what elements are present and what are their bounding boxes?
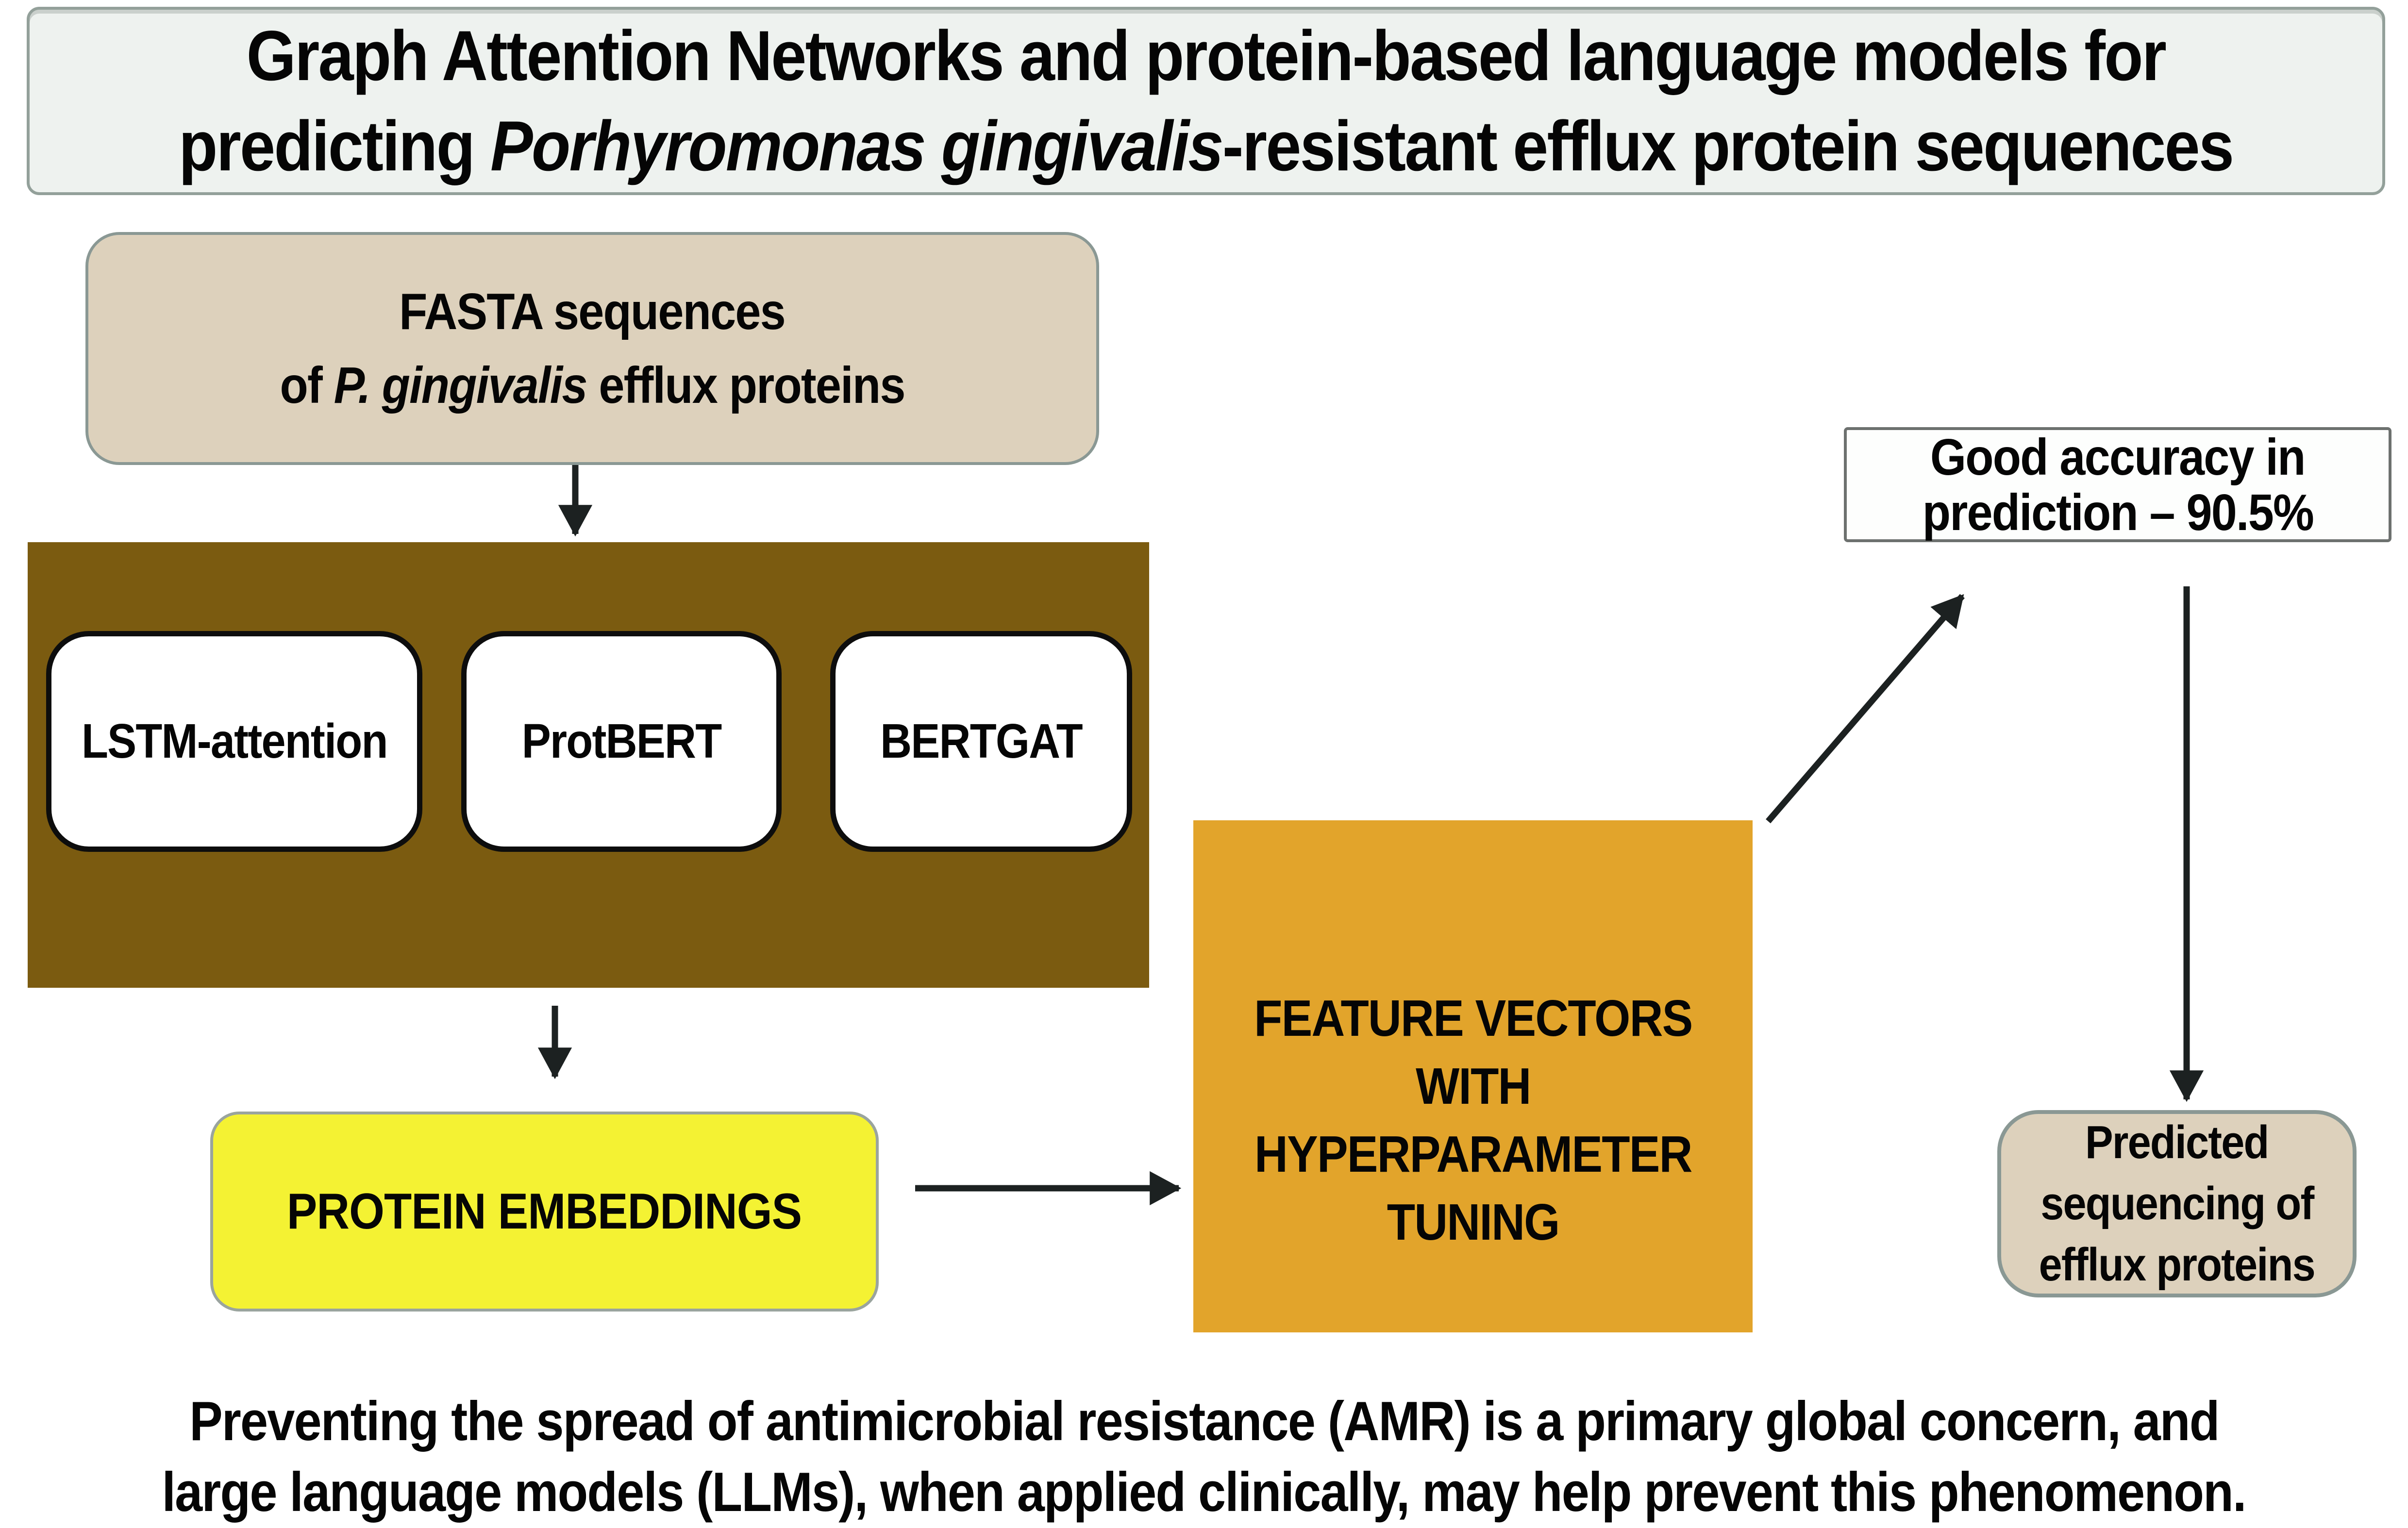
title-line-1: Graph Attention Networks and protein-bas… <box>246 11 2167 101</box>
feature-line-3: HYPERPARAMETER <box>1254 1125 1692 1183</box>
feature-vectors-box: FEATURE VECTORS WITH HYPERPARAMETER TUNI… <box>1193 820 1753 1332</box>
accuracy-line-2: prediction – 90.5% <box>1922 483 2314 541</box>
predicted-line-3: efflux proteins <box>2039 1239 2316 1291</box>
caption-line-1: Preventing the spread of antimicrobial r… <box>189 1391 2220 1452</box>
fasta-species-italic: P. gingivalis <box>334 357 588 414</box>
predicted-line-2: sequencing of <box>2040 1178 2314 1229</box>
model-box-bertgat: BERTGAT <box>830 631 1132 852</box>
fasta-line-2-pre: of <box>280 357 334 414</box>
model-protbert-label: ProtBERT <box>521 714 722 768</box>
protein-embeddings-label: PROTEIN EMBEDDINGS <box>287 1183 802 1240</box>
caption-line-2: large language models (LLMs), when appli… <box>162 1462 2247 1523</box>
fasta-line-1: FASTA sequences <box>400 275 786 349</box>
feature-line-1: FEATURE VECTORS <box>1254 989 1693 1047</box>
caption-text: Preventing the spread of antimicrobial r… <box>0 1386 2408 1528</box>
feature-line-2: WITH <box>1415 1057 1531 1115</box>
fasta-sequences-box: FASTA sequences of P. gingivalis efflux … <box>85 232 1099 465</box>
model-bertgat-label: BERTGAT <box>880 714 1083 768</box>
title-box: Graph Attention Networks and protein-bas… <box>27 7 2385 195</box>
accuracy-line-1: Good accuracy in <box>1930 428 2306 486</box>
model-box-protbert: ProtBERT <box>461 631 782 852</box>
predicted-line-1: Predicted <box>2085 1116 2269 1168</box>
title-line-1-text: Graph Attention Networks and protein-bas… <box>246 16 2167 95</box>
fasta-line-2-post: efflux proteins <box>586 357 905 414</box>
fasta-line-2: of P. gingivalis efflux proteins <box>280 349 905 422</box>
predicted-sequencing-box: Predicted sequencing of efflux proteins <box>1997 1110 2357 1297</box>
title-line-2-post: -resistant efflux protein sequences <box>1222 106 2234 185</box>
arrow-features-to-accuracy <box>1766 594 1965 824</box>
title-line-2-pre: predicting <box>179 106 491 185</box>
title-species-italic: Porhyromonas gingivalis <box>490 106 1223 185</box>
feature-line-4: TUNING <box>1387 1193 1560 1251</box>
protein-embeddings-box: PROTEIN EMBEDDINGS <box>210 1112 879 1312</box>
title-line-2: predicting Porhyromonas gingivalis-resis… <box>179 101 2234 191</box>
model-box-lstm-attention: LSTM-attention <box>46 631 422 852</box>
accuracy-result-box: Good accuracy in prediction – 90.5% <box>1844 427 2391 542</box>
model-lstm-label: LSTM-attention <box>81 714 388 768</box>
fasta-line-1-text: FASTA sequences <box>399 283 786 340</box>
